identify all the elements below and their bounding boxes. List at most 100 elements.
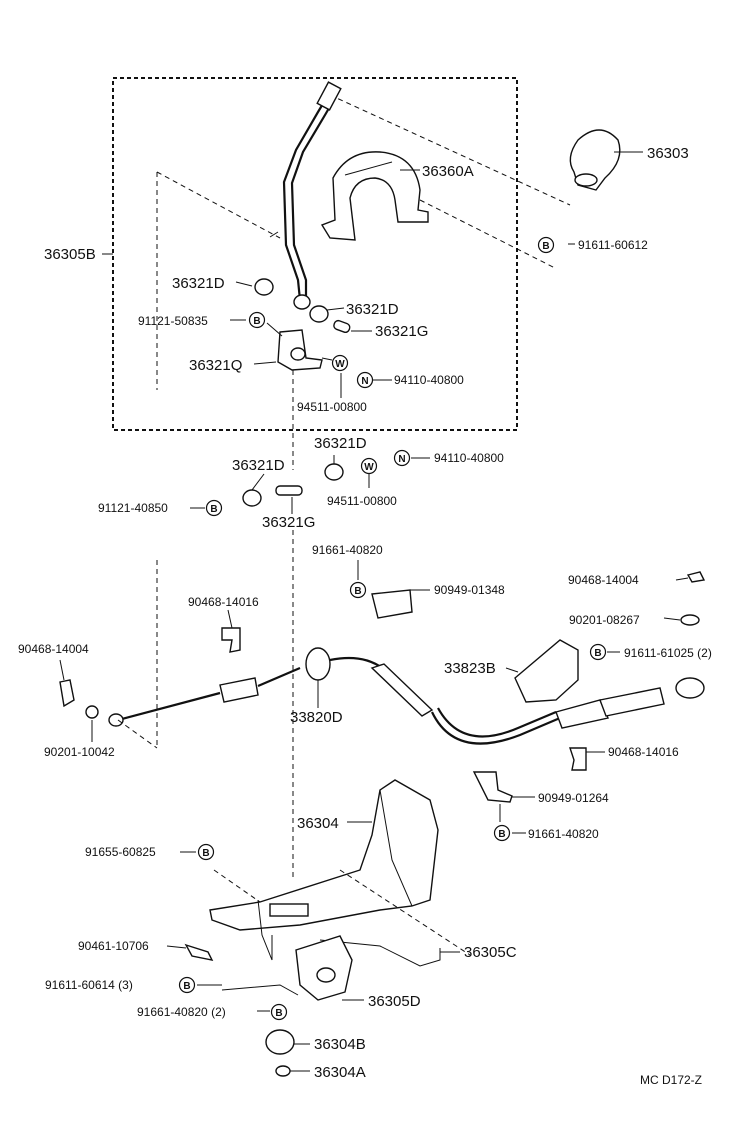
diagram-code: MC D172-Z <box>640 1073 702 1087</box>
assembly-frame <box>112 77 518 431</box>
washer <box>85 705 99 719</box>
bolt-badge: B <box>349 581 367 599</box>
part-label: 94511-00800 <box>327 494 397 508</box>
part-label: 90461-10706 <box>78 939 149 953</box>
part-label: 36321D <box>232 457 285 474</box>
cable-bracket <box>514 639 579 703</box>
part-label: 36321G <box>262 514 315 531</box>
detent-plate <box>221 935 353 1001</box>
bolt-badge: B <box>537 236 555 254</box>
nut-badge: N <box>393 449 411 467</box>
bushing <box>242 489 262 507</box>
cable-clamp <box>472 771 513 803</box>
bushing <box>309 305 329 323</box>
part-label: 91661-40820 <box>528 827 599 841</box>
svg-text:B: B <box>210 504 217 515</box>
part-label: 91661-40820 <box>312 543 383 557</box>
part-label: 90201-08267 <box>569 613 640 627</box>
bushing <box>324 463 344 481</box>
washer <box>680 614 700 626</box>
svg-text:B: B <box>498 829 505 840</box>
part-label: 36360A <box>422 163 474 180</box>
svg-text:B: B <box>354 586 361 597</box>
part-label: 36304B <box>314 1036 366 1053</box>
part-label: 36305D <box>368 993 421 1010</box>
svg-text:B: B <box>594 648 601 659</box>
part-label: 36321D <box>314 435 367 452</box>
lever-housing <box>209 779 439 961</box>
svg-text:B: B <box>253 316 260 327</box>
pin <box>275 485 303 496</box>
part-label: 91121-50835 <box>138 314 208 328</box>
part-label: 33823B <box>444 660 496 677</box>
cushion <box>275 1065 291 1077</box>
guide-line <box>329 94 571 206</box>
part-label: 90468-14004 <box>18 642 89 656</box>
shift-knob <box>569 129 621 191</box>
part-label: 91611-60614 (3) <box>45 978 133 992</box>
bolt-badge: B <box>178 976 196 994</box>
part-label: 94110-40800 <box>434 451 504 465</box>
part-label: 90468-14016 <box>608 745 679 759</box>
clip <box>569 747 587 771</box>
svg-text:B: B <box>275 1008 282 1019</box>
part-label: 36304 <box>297 815 339 832</box>
bolt-badge: B <box>589 643 607 661</box>
part-label: 90949-01264 <box>538 791 609 805</box>
guide-line <box>117 719 158 749</box>
pin-clip <box>686 571 706 583</box>
svg-text:B: B <box>183 981 190 992</box>
svg-text:N: N <box>361 376 368 387</box>
part-label: 91611-60612 <box>578 238 648 252</box>
nut-badge: N <box>356 371 374 389</box>
part-label: 36321D <box>172 275 225 292</box>
svg-text:N: N <box>398 454 405 465</box>
part-label: 91655-60825 <box>85 845 156 859</box>
part-label: 94110-40800 <box>394 373 464 387</box>
bolt-badge: B <box>248 311 266 329</box>
part-label: 36305C <box>464 944 517 961</box>
guide-line <box>213 869 261 903</box>
lever-bracket <box>320 151 429 241</box>
guide-line <box>156 171 281 239</box>
part-label: 91121-40850 <box>98 501 168 515</box>
part-label: 36303 <box>647 145 689 162</box>
part-label: 36305B <box>44 246 96 263</box>
lever-seat <box>277 329 323 371</box>
bolt-badge: B <box>205 499 223 517</box>
bolt-badge: B <box>270 1003 288 1021</box>
pin-clip <box>59 679 75 708</box>
svg-text:W: W <box>335 359 345 370</box>
part-label: 90468-14004 <box>568 573 639 587</box>
svg-text:B: B <box>542 241 549 252</box>
bolt-badge: B <box>197 843 215 861</box>
pin <box>333 319 351 334</box>
clip <box>221 627 241 653</box>
bolt-badge: B <box>493 824 511 842</box>
part-label: 36321Q <box>189 357 242 374</box>
svg-text:B: B <box>202 848 209 859</box>
part-label: 36304A <box>314 1064 366 1081</box>
part-label: 90949-01348 <box>434 583 505 597</box>
washer-badge: W <box>331 354 349 372</box>
leader-lines <box>59 151 689 1072</box>
part-label: 36321D <box>346 301 399 318</box>
cable-clamp <box>371 589 413 619</box>
svg-text:W: W <box>364 462 374 473</box>
shift-cable <box>108 647 705 745</box>
part-label: 33820D <box>290 709 343 726</box>
guide-line <box>419 199 556 269</box>
spring <box>184 943 214 961</box>
bushing <box>254 278 274 296</box>
shift-lever <box>269 81 342 310</box>
part-label: 36321G <box>375 323 428 340</box>
washer-badge: W <box>360 457 378 475</box>
guide-line <box>339 869 471 956</box>
part-label: 90468-14016 <box>188 595 259 609</box>
detent-rod <box>319 939 441 967</box>
part-label: 94511-00800 <box>297 400 367 414</box>
grommet <box>265 1029 295 1055</box>
part-label: 91611-61025 (2) <box>624 646 712 660</box>
part-label: 90201-10042 <box>44 745 115 759</box>
